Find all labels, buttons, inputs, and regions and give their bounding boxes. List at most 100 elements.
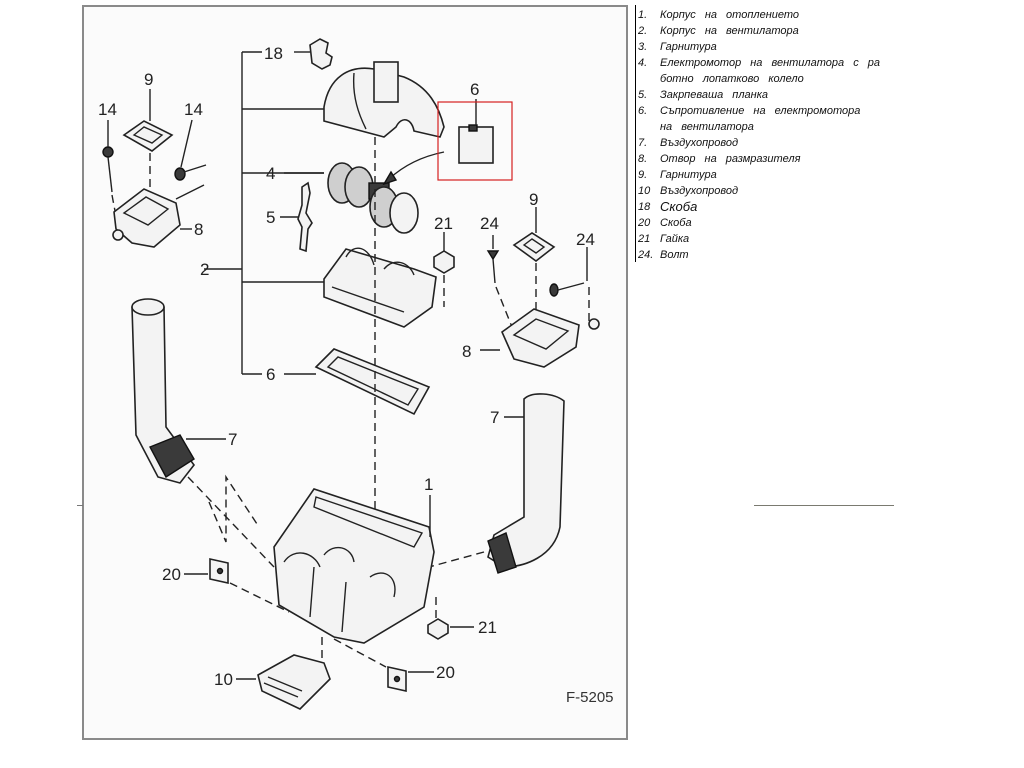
callout-9-right: 9 — [529, 190, 538, 209]
legend-text: Въздухопровод — [660, 185, 739, 197]
legend-text: Съпротивление на електромотора — [660, 105, 861, 117]
parts-legend: 1. Корпус на отоплението 2. Корпус на вент… — [638, 7, 894, 263]
part-24-screw-right: 24 — [549, 230, 595, 325]
legend-number: 20 — [638, 217, 651, 229]
part-7-duct-left: 7 — [131, 298, 275, 568]
legend-item: 24. Волт — [638, 247, 894, 263]
part-10-duct: 10 — [214, 637, 331, 710]
part-2-fan-housing-top — [323, 61, 445, 138]
legend-number: 5. — [638, 89, 648, 101]
callout-24-left: 24 — [480, 214, 499, 233]
callout-8-left: 8 — [194, 220, 203, 239]
legend-text: Корпус на отоплението — [660, 9, 800, 21]
callout-9-left: 9 — [144, 70, 153, 89]
part-9-gasket-left: 9 — [122, 70, 174, 207]
diagram-canvas: 18 4 6 — [98, 38, 614, 710]
callout-20-left: 20 — [162, 565, 181, 584]
figure-code: F-5205 — [566, 689, 614, 706]
part-4-blower-motor: 4 — [266, 162, 419, 234]
legend-text: Корпус на вентилатора — [660, 25, 799, 37]
part-6-gasket: 6 — [266, 348, 431, 416]
callout-10: 10 — [214, 670, 233, 689]
legend-text: Скоба — [660, 199, 698, 214]
callout-14-left: 14 — [98, 100, 117, 119]
legend-number: 2. — [638, 25, 648, 37]
part-7-duct-right: 7 — [373, 393, 565, 583]
part-20-clip-right: 20 — [333, 638, 455, 692]
legend-item: 9. Гарнитура — [638, 167, 894, 183]
callout-7-right: 7 — [490, 408, 499, 427]
part-18-clip: 18 — [264, 38, 333, 70]
legend-item: 1. Корпус на отоплението — [638, 7, 894, 23]
part-2-fan-housing-bottom: 2 — [200, 247, 437, 328]
callout-4: 4 — [266, 164, 275, 183]
exploded-parts-diagram: 18 4 6 — [82, 5, 628, 740]
legend-item: 3. Гарнитура — [638, 39, 894, 55]
part-21-nut-top: 21 — [433, 214, 455, 307]
legend-item: 5. Закрпеваша планка — [638, 87, 894, 103]
callout-24-right: 24 — [576, 230, 595, 249]
margin-tick — [77, 505, 83, 506]
callout-2: 2 — [200, 260, 209, 279]
legend-number: 4. — [638, 57, 648, 69]
legend-text: Въздухопровод — [660, 137, 739, 149]
callout-1: 1 — [424, 475, 433, 494]
callout-5: 5 — [266, 208, 275, 227]
callout-8-right: 8 — [462, 342, 471, 361]
part-14-screw-left: 14 — [98, 100, 119, 228]
legend-text: Гайка — [660, 233, 690, 245]
legend-number: 8. — [638, 153, 648, 165]
dashed-guide — [208, 474, 260, 543]
legend-item: 20 Скоба — [638, 215, 894, 231]
legend-item: 8. Отвор на размразителя — [638, 151, 894, 167]
legend-text: Гарнитура — [660, 41, 717, 53]
legend-text: Скоба — [660, 217, 692, 229]
legend-number: 7. — [638, 137, 648, 149]
callout-18: 18 — [264, 44, 283, 63]
horizontal-rule — [754, 505, 894, 506]
arrow-resistor-to-motor — [388, 151, 445, 180]
legend-item: 2. Корпус на вентилатора — [638, 23, 894, 39]
callout-20-right: 20 — [436, 663, 455, 682]
part-14-screw-right: 14 — [174, 100, 207, 181]
legend-number: 3. — [638, 41, 648, 53]
part-8-defroster-left: 8 — [112, 184, 205, 248]
legend-item: 10 Въздухопровод — [638, 183, 894, 199]
part-6-resistor: 6 — [458, 80, 494, 164]
legend-item: 4. Електромотор на вентилатора с ра — [638, 55, 894, 71]
part-24-bolt-left: 24 — [480, 214, 513, 328]
highlight-box — [437, 101, 513, 181]
legend-text: Закрпеваша планка — [660, 89, 769, 101]
legend-text-continued: ботно лопатково колело — [660, 73, 804, 85]
legend-text: Гарнитура — [660, 169, 717, 181]
legend-item: 18 Скоба — [638, 199, 894, 215]
legend-item: 6. Съпротивление на електромотора — [638, 103, 894, 119]
callout-14-right: 14 — [184, 100, 203, 119]
legend-item: 7. Въздухопровод — [638, 135, 894, 151]
part-21-nut-bottom: 21 — [427, 597, 497, 640]
part-5-clamp-plate: 5 — [266, 181, 313, 253]
legend-number: 18 — [638, 201, 651, 213]
legend-number: 10 — [638, 185, 651, 197]
arrow-head — [382, 170, 398, 186]
part-8-defroster-right: 8 — [462, 308, 600, 368]
callout-21-top: 21 — [434, 214, 453, 233]
legend-number: 9. — [638, 169, 648, 181]
assembly-bracket-2 — [204, 51, 324, 375]
callout-6-top: 6 — [470, 80, 479, 99]
legend-divider — [635, 5, 636, 262]
callout-6: 6 — [266, 365, 275, 384]
legend-number: 1. — [638, 9, 648, 21]
part-1-heater-housing: 1 — [273, 475, 435, 644]
legend-text: Електромотор на вентилатора с ра — [660, 57, 880, 69]
legend-text-continued: на вентилатора — [660, 121, 754, 133]
legend-number: 24. — [638, 249, 654, 261]
legend-text: Отвор на размразителя — [660, 153, 801, 165]
callout-7-left: 7 — [228, 430, 237, 449]
legend-text: Волт — [660, 249, 689, 261]
legend-number: 21 — [638, 233, 651, 245]
legend-item: 21 Гайка — [638, 231, 894, 247]
callout-21-bottom: 21 — [478, 618, 497, 637]
part-9-gasket-right: 9 — [512, 190, 556, 317]
legend-number: 6. — [638, 105, 648, 117]
